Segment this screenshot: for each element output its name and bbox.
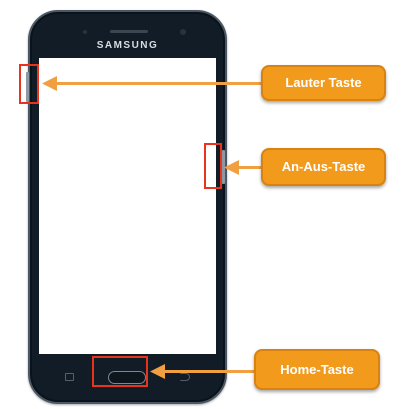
phone-screen — [39, 58, 216, 354]
volume-highlight-box — [19, 64, 39, 104]
callout-home-key: Home-Taste — [254, 349, 380, 390]
home-highlight-box — [92, 356, 148, 387]
phone-body: SAMSUNG — [28, 10, 227, 404]
callout-power-key: An-Aus-Taste — [261, 148, 386, 186]
callout-volume-key: Lauter Taste — [261, 65, 386, 101]
brand-label: SAMSUNG — [96, 40, 159, 51]
arrow-power-shaft — [237, 166, 261, 169]
power-highlight-box — [204, 143, 222, 189]
sensor-icon — [83, 30, 87, 34]
back-key-icon — [180, 373, 190, 381]
recent-apps-key-icon — [65, 373, 74, 381]
volume-rocker — [26, 72, 29, 102]
home-button — [108, 371, 146, 384]
earpiece — [110, 30, 148, 33]
front-camera-icon — [180, 29, 186, 35]
power-key — [222, 150, 225, 184]
